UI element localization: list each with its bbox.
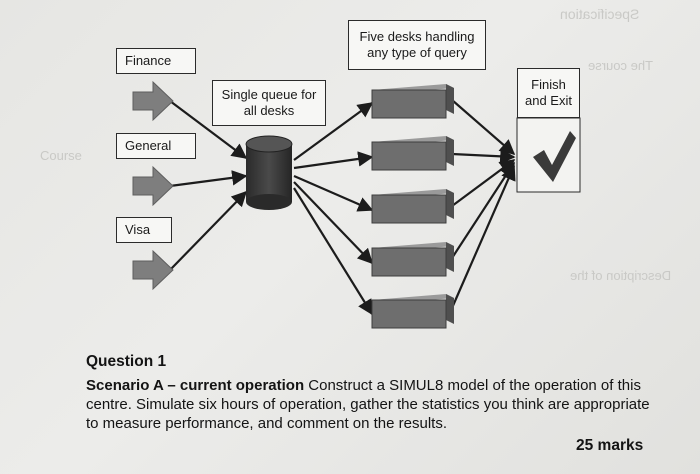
box-icon bbox=[371, 294, 454, 329]
desks-label: Five desks handling any type of query bbox=[348, 20, 486, 70]
question-body: Scenario A – current operation Construct… bbox=[86, 376, 666, 433]
box-icon bbox=[371, 189, 454, 224]
right-arrow-icon bbox=[132, 165, 174, 207]
question-block: Question 1 Scenario A – current operatio… bbox=[86, 352, 666, 433]
box-icon bbox=[371, 84, 454, 119]
source-label-finance: Finance bbox=[116, 48, 196, 74]
exit-label: Finish and Exit bbox=[517, 68, 580, 118]
box-icon bbox=[371, 136, 454, 171]
source-label-visa: Visa bbox=[116, 217, 172, 243]
source-label-text: Visa bbox=[125, 222, 151, 237]
queue-label: Single queue for all desks bbox=[212, 80, 326, 126]
queue-to-desk-lines bbox=[293, 102, 374, 316]
arrow-to-queue-lines bbox=[169, 100, 248, 271]
source-label-general: General bbox=[116, 133, 196, 159]
right-arrow-icon bbox=[132, 80, 174, 122]
checkmark-icon bbox=[533, 131, 576, 182]
queue-diagram bbox=[132, 80, 581, 329]
right-arrow-icon bbox=[132, 249, 174, 291]
scenario-heading: Scenario A – current operation bbox=[86, 377, 305, 394]
box-icon bbox=[371, 242, 454, 277]
marks-value: 25 marks bbox=[576, 437, 644, 454]
exit-box bbox=[516, 117, 581, 193]
source-label-text: Finance bbox=[125, 53, 172, 68]
desk-to-exit-lines bbox=[450, 99, 516, 309]
question-text: Construct a SIMUL8 model of the operatio… bbox=[86, 377, 650, 432]
bleed-through-text: Course bbox=[40, 148, 82, 163]
question-title: Question 1 bbox=[86, 353, 167, 370]
cylinder-icon bbox=[245, 135, 293, 210]
source-label-text: General bbox=[125, 138, 172, 153]
